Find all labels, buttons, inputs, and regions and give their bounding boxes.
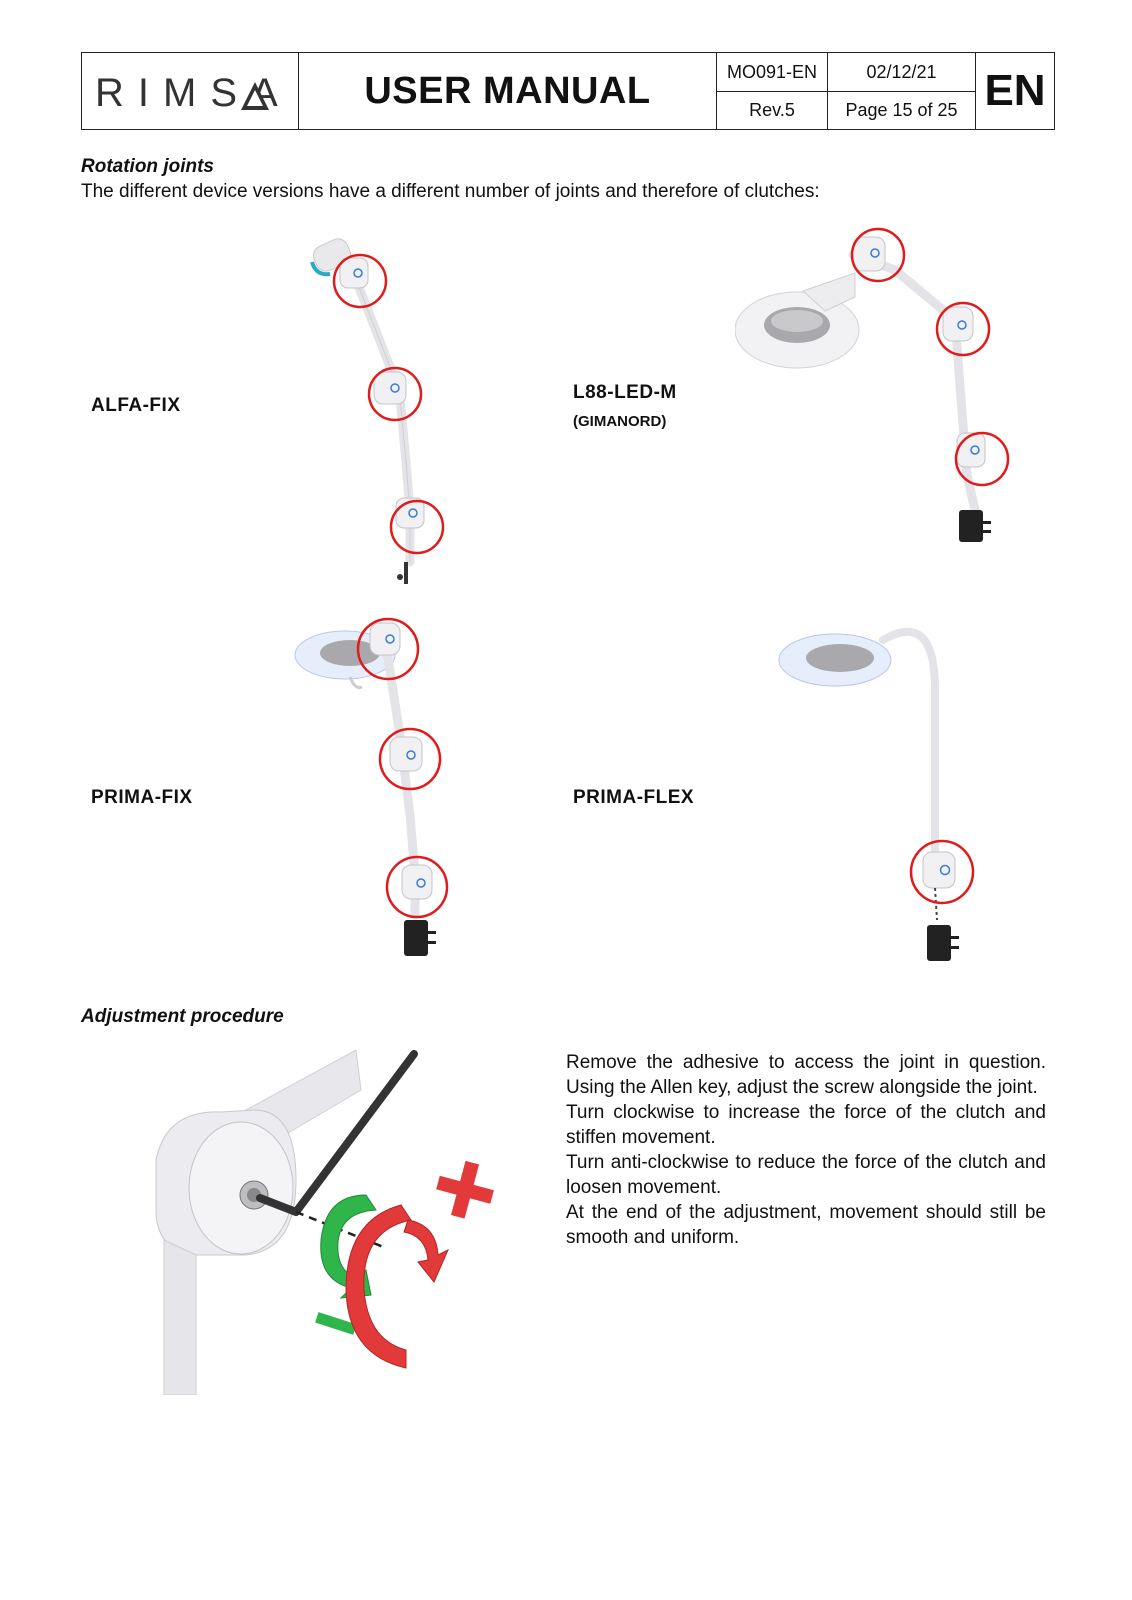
model-label-prima-fix: PRIMA-FIX xyxy=(91,787,193,808)
language-code: EN xyxy=(984,66,1046,115)
instruction-paragraph: At the end of the adjustment, movement s… xyxy=(566,1202,1046,1248)
rimsa-logo: RIMSA xyxy=(82,53,299,129)
joint-highlight-ring xyxy=(935,301,991,357)
plus-sign-icon xyxy=(436,1160,494,1219)
joint-highlight-ring xyxy=(356,617,420,681)
document-title: USER MANUAL xyxy=(299,53,717,129)
joint-highlight-ring xyxy=(367,366,423,422)
joint-highlight-ring xyxy=(378,727,442,791)
document-header: RIMSA USER MANUAL MO091-EN 02/12/21 Rev.… xyxy=(81,52,1055,130)
document-code: MO091-EN xyxy=(717,53,828,92)
minus-sign-icon xyxy=(315,1312,357,1335)
model-label-l88-led-m: L88-LED-M xyxy=(573,382,677,403)
rotation-intro-text: The different device versions have a dif… xyxy=(81,181,820,202)
joint-highlight-ring xyxy=(850,227,906,283)
rotation-joints-heading: Rotation joints xyxy=(81,156,214,177)
joint-highlight-ring xyxy=(954,431,1010,487)
joint-highlight-ring xyxy=(389,499,445,555)
joint-highlight-ring xyxy=(332,253,388,309)
adjustment-procedure-heading: Adjustment procedure xyxy=(81,1006,284,1027)
rimsa-logo-graphic: RIMSA xyxy=(95,71,278,115)
page-number: Page 15 of 25 xyxy=(828,92,976,129)
document-date: 02/12/21 xyxy=(828,53,976,92)
alfa-fix-lamp-image xyxy=(310,238,445,584)
joint-highlight-ring xyxy=(909,839,975,905)
instruction-paragraph: Turn clockwise to increase the force of … xyxy=(566,1102,1046,1148)
model-note-gimanord: (GIMANORD) xyxy=(573,413,667,430)
model-label-prima-flex: PRIMA-FLEX xyxy=(573,787,695,808)
model-label-alfa-fix: ALFA-FIX xyxy=(91,395,181,416)
instruction-paragraph: Remove the adhesive to access the joint … xyxy=(566,1052,1046,1098)
prima-flex-lamp-image xyxy=(778,627,975,961)
allen-key-adjustment-illustration xyxy=(155,1050,494,1395)
adjustment-instructions: Remove the adhesive to access the joint … xyxy=(566,1050,1046,1250)
l88-led-m-lamp-image xyxy=(735,227,1010,542)
document-revision: Rev.5 xyxy=(717,92,828,129)
prima-fix-lamp-image xyxy=(294,617,449,956)
instruction-paragraph: Turn anti-clockwise to reduce the force … xyxy=(566,1152,1046,1198)
joint-highlight-ring xyxy=(385,855,449,919)
